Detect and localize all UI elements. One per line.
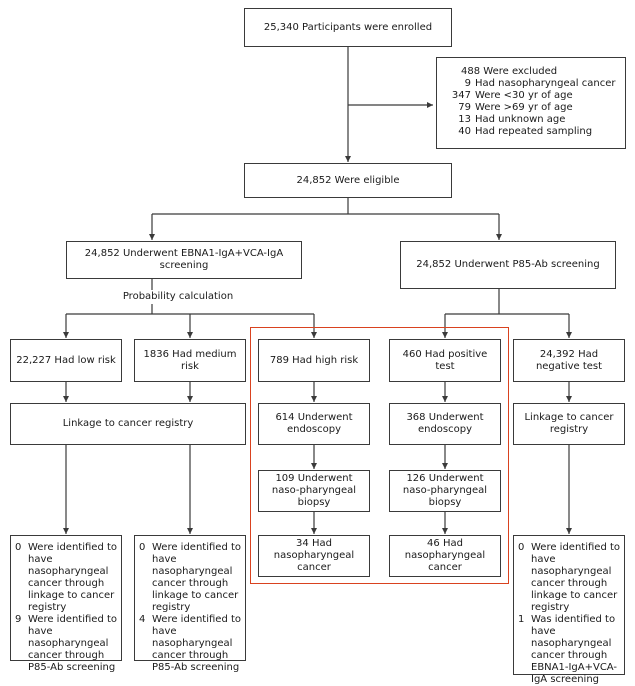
npc-positive-text: 46 Had nasopharyngeal cancer xyxy=(404,538,486,573)
outcome-negative-item-label: Were identified to have nasopharyngeal c… xyxy=(531,542,621,613)
excluded-item-label: Were <30 yr of age xyxy=(475,90,573,101)
outcome-medium-item-label: Were identified to have nasopharyngeal c… xyxy=(152,614,242,673)
medium-risk-text: 1836 Had medium risk xyxy=(143,348,237,372)
biopsy-high-text: 109 Underwent naso-pharyngeal biopsy xyxy=(271,473,357,508)
p85-screening-box: 24,852 Underwent P85-Ab screening xyxy=(400,241,616,289)
biopsy-positive-box: 126 Underwent naso-pharyngeal biopsy xyxy=(389,470,501,512)
excluded-item: 9 Had nasopharyngeal cancer xyxy=(443,78,619,90)
endoscopy-positive-box: 368 Underwent endoscopy xyxy=(389,403,501,445)
excluded-item-label: Had repeated sampling xyxy=(475,126,593,137)
p85-screening-text: 24,852 Underwent P85-Ab screening xyxy=(416,259,600,270)
excluded-title: 488 Were excluded xyxy=(461,66,558,77)
enrolled-text: 25,340 Participants were enrolled xyxy=(263,21,433,33)
npc-high-box: 34 Had nasopharyngeal cancer xyxy=(258,535,370,577)
outcome-medium-item-count: 0 xyxy=(139,542,146,553)
negative-test-box: 24,392 Had negative test xyxy=(513,339,625,382)
outcome-low-item-label: Were identified to have nasopharyngeal c… xyxy=(28,542,118,613)
outcome-negative-item-count: 1 xyxy=(518,614,525,625)
medium-risk-box: 1836 Had medium risk xyxy=(134,339,246,382)
linkage-registry-left-text: Linkage to cancer registry xyxy=(62,418,194,429)
linkage-registry-left-box: Linkage to cancer registry xyxy=(10,403,246,445)
excluded-item-count: 40 xyxy=(458,126,471,137)
ebna-screening-text: 24,852 Underwent EBNA1-IgA+VCA-IgA scree… xyxy=(84,248,284,271)
outcome-low-item-count: 0 xyxy=(15,542,22,553)
biopsy-high-box: 109 Underwent naso-pharyngeal biopsy xyxy=(258,470,370,512)
ebna-screening-box: 24,852 Underwent EBNA1-IgA+VCA-IgA scree… xyxy=(66,241,302,279)
probability-calculation-label: Probability calculation xyxy=(122,291,234,302)
low-risk-box: 22,227 Had low risk xyxy=(10,339,122,382)
excluded-item-count: 79 xyxy=(458,102,471,113)
highlight-frame xyxy=(250,327,509,584)
positive-test-box: 460 Had positive test xyxy=(389,339,501,382)
excluded-item-label: Had nasopharyngeal cancer xyxy=(475,78,616,89)
excluded-item: 40 Had repeated sampling xyxy=(443,126,619,138)
high-risk-box: 789 Had high risk xyxy=(258,339,370,382)
excluded-box: 488 Were excluded 9 Had nasopharyngeal ca… xyxy=(436,57,626,149)
endoscopy-high-text: 614 Underwent endoscopy xyxy=(275,412,353,435)
outcome-low-item-count: 9 xyxy=(15,614,22,625)
eligible-text: 24,852 Were eligible xyxy=(296,174,400,186)
outcome-medium-item-count: 4 xyxy=(139,614,146,625)
excluded-item-label: Were >69 yr of age xyxy=(475,102,573,113)
excluded-item-count: 347 xyxy=(451,90,471,101)
outcome-negative-list: 0 Were identified to have nasopharyngeal … xyxy=(518,542,620,686)
outcome-negative-item-count: 0 xyxy=(518,542,525,553)
endoscopy-high-box: 614 Underwent endoscopy xyxy=(258,403,370,445)
low-risk-text: 22,227 Had low risk xyxy=(16,354,116,366)
excluded-item-label: Had unknown age xyxy=(475,114,566,125)
biopsy-positive-text: 126 Underwent naso-pharyngeal biopsy xyxy=(402,473,488,508)
eligible-box: 24,852 Were eligible xyxy=(244,163,452,198)
outcome-negative-item-label: Was identified to have nasopharyngeal ca… xyxy=(531,614,618,685)
excluded-item: 13 Had unknown age xyxy=(443,114,619,126)
excluded-item-count: 9 xyxy=(464,78,471,89)
positive-test-text: 460 Had positive test xyxy=(402,348,488,372)
excluded-list: 9 Had nasopharyngeal cancer 347 Were <30 yr… xyxy=(443,78,619,138)
excluded-item-count: 13 xyxy=(458,114,471,125)
endoscopy-positive-text: 368 Underwent endoscopy xyxy=(406,412,484,435)
high-risk-text: 789 Had high risk xyxy=(269,354,359,366)
linkage-registry-right-box: Linkage to cancer registry xyxy=(513,403,625,445)
linkage-registry-right-text: Linkage to cancer registry xyxy=(524,412,614,435)
excluded-item: 79 Were >69 yr of age xyxy=(443,102,619,114)
excluded-item: 347 Were <30 yr of age xyxy=(443,90,619,102)
npc-positive-box: 46 Had nasopharyngeal cancer xyxy=(389,535,501,577)
outcome-low-item-label: Were identified to have nasopharyngeal c… xyxy=(28,614,118,673)
outcome-medium-item-label: Were identified to have nasopharyngeal c… xyxy=(152,542,242,613)
negative-test-text: 24,392 Had negative test xyxy=(535,348,603,372)
enrolled-box: 25,340 Participants were enrolled xyxy=(244,8,452,47)
outcome-negative-box: 0 Were identified to have nasopharyngeal … xyxy=(513,535,625,685)
npc-high-text: 34 Had nasopharyngeal cancer xyxy=(273,538,355,573)
